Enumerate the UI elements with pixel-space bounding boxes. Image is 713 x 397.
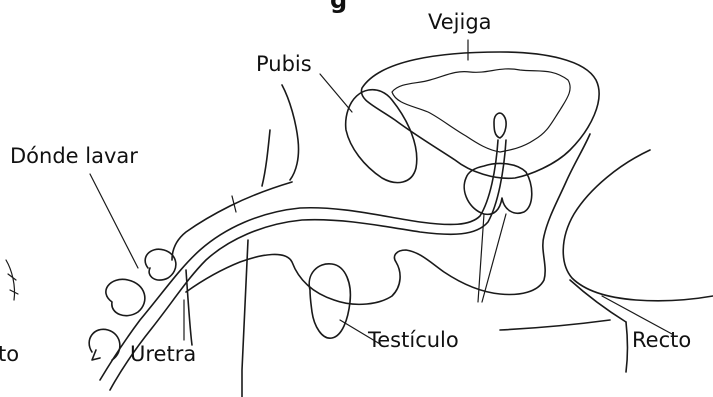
rectum-outer — [563, 150, 713, 301]
bladder-lining — [392, 69, 570, 152]
body-lower-line — [626, 322, 628, 372]
label-donde-lavar: Dónde lavar — [10, 146, 138, 167]
leader-prostate-b — [482, 214, 506, 302]
wash-arrow — [92, 350, 100, 360]
rectum-inner — [570, 280, 626, 322]
label-uretra: Uretra — [130, 344, 196, 365]
label-vejiga: Vejiga — [428, 12, 492, 33]
abdominal-wall — [282, 85, 299, 180]
body-contour-upper — [262, 130, 270, 186]
leader-pubis — [320, 74, 352, 112]
label-left-cut-off: to — [0, 344, 19, 365]
testicle — [309, 264, 350, 338]
rectum-floor — [500, 320, 610, 330]
bladder-outline — [361, 52, 599, 178]
wash-swirl-1 — [145, 249, 176, 280]
label-testiculo: Testículo — [368, 330, 459, 351]
leg-line — [242, 240, 248, 397]
title-fragment: g — [330, 0, 347, 12]
label-recto: Recto — [632, 330, 691, 351]
leg-line-2 — [186, 270, 192, 345]
penis-upper-contour — [172, 182, 292, 260]
label-pubis: Pubis — [256, 54, 312, 75]
wash-swirl-2 — [106, 279, 145, 315]
catheter-balloon — [494, 113, 506, 138]
leader-donde-lavar — [90, 174, 138, 268]
left-scribble — [6, 260, 18, 300]
